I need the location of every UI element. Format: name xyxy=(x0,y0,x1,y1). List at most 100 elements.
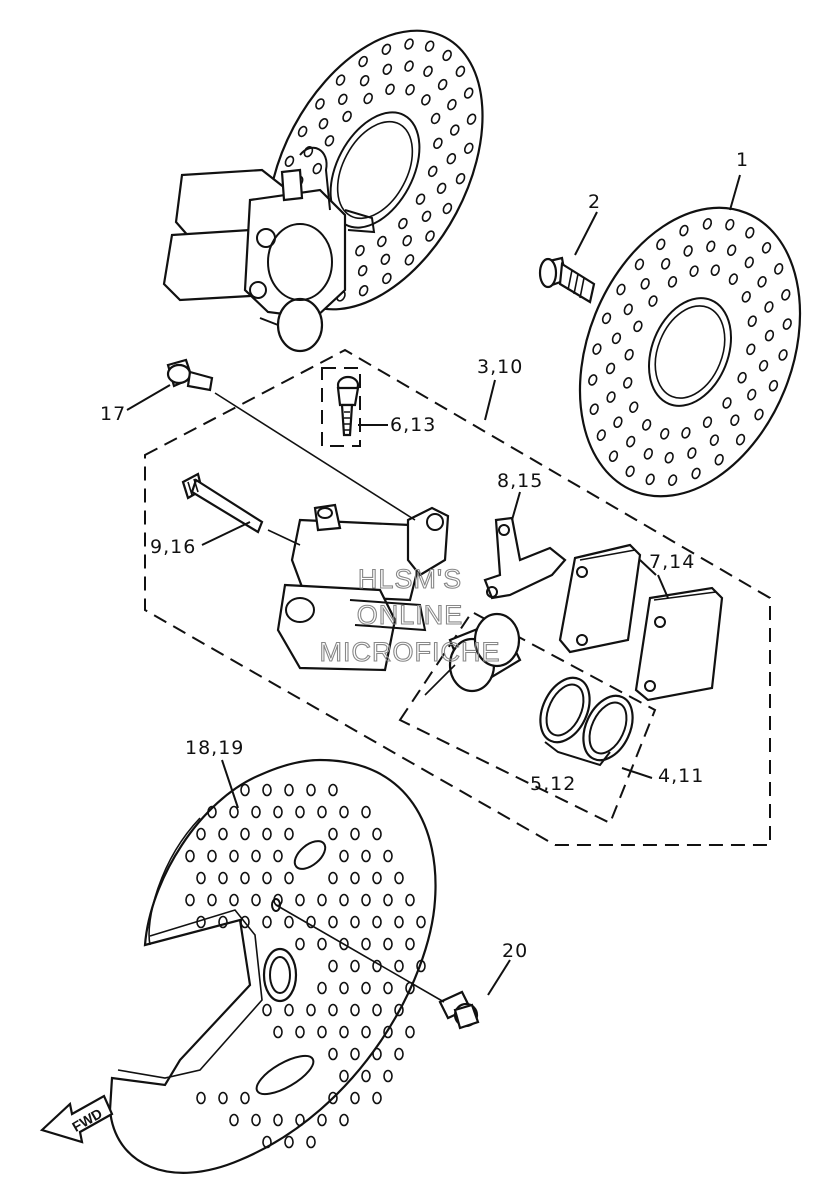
vent-hole xyxy=(358,55,368,68)
callout-17: 17 xyxy=(100,403,126,425)
vent-hole xyxy=(442,202,453,215)
vent-hole xyxy=(455,65,466,78)
vent-hole xyxy=(380,253,391,266)
vent-hole xyxy=(339,1069,349,1083)
vent-hole xyxy=(660,258,671,270)
part-7-brake-pads xyxy=(558,543,724,702)
part-4-piston xyxy=(448,612,522,693)
vent-hole xyxy=(601,312,612,325)
vent-hole xyxy=(328,783,338,797)
vent-hole xyxy=(317,1025,327,1039)
vent-hole xyxy=(643,447,653,460)
vent-hole xyxy=(196,871,206,885)
vent-hole xyxy=(196,827,206,841)
vent-hole xyxy=(196,1091,206,1105)
vent-hole xyxy=(318,118,329,130)
vent-hole xyxy=(683,245,693,257)
vent-hole xyxy=(317,1113,327,1127)
vent-hole xyxy=(383,937,393,951)
disc-1-holes xyxy=(588,218,792,486)
part-1-brake-disc xyxy=(578,206,802,498)
part-5-piston-seals xyxy=(539,676,634,762)
vent-hole xyxy=(463,87,474,99)
part-9-slide-pin xyxy=(181,472,264,534)
vent-hole xyxy=(262,915,272,929)
vent-hole xyxy=(372,915,382,929)
vent-hole xyxy=(361,981,371,995)
vent-hole xyxy=(328,1047,338,1061)
vent-hole xyxy=(251,1113,261,1127)
vent-hole xyxy=(306,1135,316,1149)
vent-hole xyxy=(641,419,652,431)
vent-hole xyxy=(335,74,346,86)
vent-hole xyxy=(605,362,616,375)
part-2-bolt xyxy=(538,256,596,304)
vent-hole xyxy=(240,915,250,929)
vent-hole xyxy=(207,893,217,907)
vent-hole xyxy=(623,303,633,316)
vent-hole xyxy=(781,289,791,301)
vent-hole xyxy=(359,74,370,87)
forward-direction-arrow: FWD xyxy=(39,1094,114,1144)
vent-hole xyxy=(295,937,305,951)
vent-hole xyxy=(312,162,323,175)
vent-hole xyxy=(442,49,452,62)
vent-hole xyxy=(706,240,716,253)
vent-hole xyxy=(185,849,195,863)
vent-hole xyxy=(761,241,772,254)
vent-hole xyxy=(328,871,338,885)
vent-hole xyxy=(240,871,250,885)
disc-18-holes xyxy=(185,783,426,1149)
vent-hole xyxy=(315,98,325,110)
leader-lines xyxy=(126,174,741,1003)
vent-hole xyxy=(425,230,435,242)
vent-hole xyxy=(273,1025,283,1039)
vent-hole xyxy=(361,1025,371,1039)
vent-hole xyxy=(240,827,250,841)
vent-hole xyxy=(383,849,393,863)
vent-hole xyxy=(372,827,382,841)
vent-hole xyxy=(616,283,626,296)
vent-hole xyxy=(295,893,305,907)
vent-hole xyxy=(295,805,305,819)
vent-hole xyxy=(361,937,371,951)
vent-hole xyxy=(416,959,426,973)
vent-hole xyxy=(328,915,338,929)
vent-hole xyxy=(421,94,431,106)
vent-hole xyxy=(284,155,295,168)
vent-hole xyxy=(240,783,250,797)
vent-hole xyxy=(363,92,373,105)
vent-hole xyxy=(339,937,349,951)
vent-hole xyxy=(757,275,767,288)
callout-18-19: 18,19 xyxy=(185,737,244,759)
vent-hole xyxy=(745,226,755,239)
vent-hole xyxy=(372,1047,382,1061)
vent-hole xyxy=(229,893,239,907)
vent-hole xyxy=(681,427,691,439)
vent-hole xyxy=(251,849,261,863)
vent-hole xyxy=(355,244,365,257)
vent-hole xyxy=(710,264,720,277)
watermark-line-1: HLSM'S xyxy=(358,564,462,594)
vent-hole xyxy=(273,805,283,819)
vent-hole xyxy=(402,234,412,247)
vent-hole xyxy=(778,349,788,361)
part-17-bolt xyxy=(166,358,214,392)
part-6-bleeder-screw xyxy=(336,375,360,437)
bleeder-screw-sub-box xyxy=(321,367,361,447)
vent-hole xyxy=(446,153,457,165)
vent-hole xyxy=(350,1003,360,1017)
vent-hole xyxy=(262,783,272,797)
vent-hole xyxy=(744,256,754,269)
vent-hole xyxy=(284,915,294,929)
vent-hole xyxy=(339,805,349,819)
vent-hole xyxy=(722,397,732,409)
vent-hole xyxy=(714,453,724,466)
vent-hole xyxy=(207,805,217,819)
vent-hole xyxy=(339,1025,349,1039)
vent-hole xyxy=(229,805,239,819)
vent-hole xyxy=(218,915,228,929)
vent-hole xyxy=(437,78,448,91)
vent-hole xyxy=(626,435,636,448)
vent-hole xyxy=(764,329,775,342)
